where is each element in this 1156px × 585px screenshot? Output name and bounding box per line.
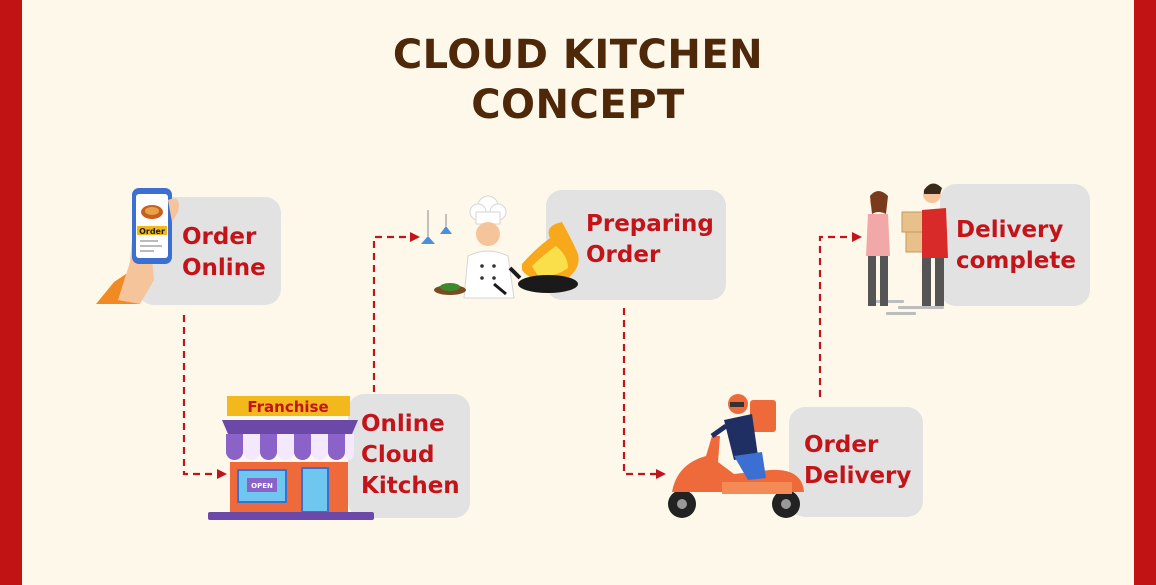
arrow-preparing-to-delivery	[622, 308, 666, 479]
label-line: Kitchen	[361, 473, 460, 499]
label-line: Order	[586, 242, 661, 268]
store-open-sign: OPEN	[251, 482, 273, 490]
step-label-delivery-complete: Delivery complete	[956, 215, 1076, 277]
step-label-preparing-order: Preparing Order	[586, 209, 714, 271]
label-line: Order	[182, 224, 257, 250]
step-label-order-delivery: Order Delivery	[804, 430, 911, 492]
arrow-delivery-to-complete	[818, 232, 862, 397]
step-box-online-cloud-kitchen	[348, 394, 470, 518]
label-line: Cloud	[361, 442, 435, 468]
delivery-scooter-icon	[668, 394, 804, 518]
store-sign: Franchise	[247, 398, 328, 416]
step-box-delivery-complete	[940, 184, 1090, 306]
chef-icon	[421, 195, 579, 299]
storefront-icon: Franchise OPEN	[208, 396, 374, 520]
label-line: Preparing	[586, 211, 714, 237]
arrow-order-to-kitchen	[182, 315, 227, 479]
package-handover-icon	[866, 183, 948, 315]
arrow-kitchen-to-preparing	[372, 232, 420, 392]
page-title: CLOUD KITCHEN CONCEPT	[22, 30, 1134, 130]
label-line: Delivery	[804, 463, 912, 489]
step-box-order-delivery	[789, 407, 923, 517]
label-line: Delivery	[956, 217, 1064, 243]
flow-graphics: Order Franchise OPEN	[96, 183, 948, 520]
phone-screen-label: Order	[139, 227, 165, 236]
label-line: Online	[361, 411, 445, 437]
title-line-2: CONCEPT	[471, 82, 685, 128]
phone-order-icon: Order	[96, 188, 179, 304]
step-label-online-cloud-kitchen: Online Cloud Kitchen	[361, 409, 460, 502]
label-line: complete	[956, 248, 1076, 274]
label-line: Online	[182, 255, 266, 281]
step-label-order-online: Order Online	[182, 222, 266, 284]
label-line: Order	[804, 432, 879, 458]
infographic-canvas: CLOUD KITCHEN CONCEPT Or	[22, 0, 1134, 585]
title-line-1: CLOUD KITCHEN	[392, 32, 764, 78]
flow-arrows	[182, 232, 862, 479]
